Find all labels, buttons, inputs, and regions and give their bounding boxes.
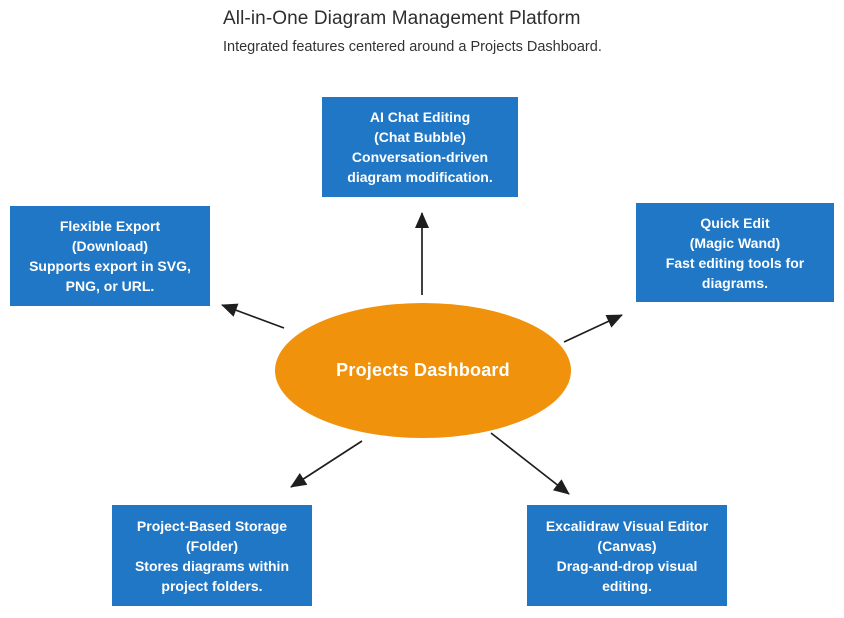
node-ai-chat-editing: AI Chat Editing (Chat Bubble) Conversati… [322, 97, 518, 197]
node-projects-dashboard-label: Projects Dashboard [336, 360, 510, 380]
page-title: All-in-One Diagram Management Platform [223, 8, 581, 29]
node-project-based-storage-label: Project-Based Storage (Folder) Stores di… [134, 517, 290, 594]
node-quick-edit-label: Quick Edit (Magic Wand) Fast editing too… [665, 214, 805, 291]
arrow-to-excalidraw-visual-editor [490, 432, 570, 495]
arrow-to-project-based-storage [290, 440, 363, 488]
node-project-based-storage: Project-Based Storage (Folder) Stores di… [112, 505, 312, 606]
node-projects-dashboard: Projects Dashboard [275, 303, 571, 438]
diagram-header: All-in-One Diagram Management Platform I… [223, 8, 602, 55]
node-ai-chat-editing-label: AI Chat Editing (Chat Bubble) Conversati… [347, 109, 493, 185]
page-subtitle: Integrated features centered around a Pr… [223, 39, 602, 55]
node-flexible-export-label: Flexible Export (Download) Supports expo… [29, 218, 191, 294]
arrow-to-quick-edit [563, 314, 623, 343]
node-excalidraw-visual-editor: Excalidraw Visual Editor (Canvas) Drag-a… [527, 505, 727, 606]
node-excalidraw-visual-editor-label: Excalidraw Visual Editor (Canvas) Drag-a… [545, 517, 709, 594]
node-flexible-export: Flexible Export (Download) Supports expo… [10, 206, 210, 306]
node-quick-edit: Quick Edit (Magic Wand) Fast editing too… [636, 203, 834, 302]
arrow-to-flexible-export [221, 303, 285, 329]
